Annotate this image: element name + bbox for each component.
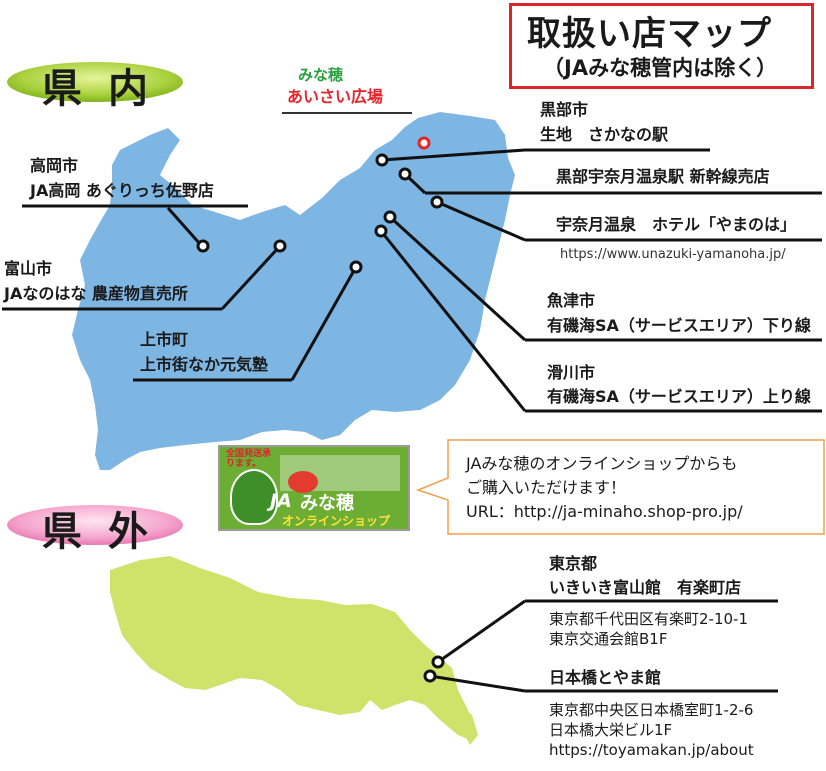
leader-namerikawa: [379, 230, 527, 412]
dot-shinkansen[interactable]: [398, 167, 412, 181]
store-kurobe-city: 黒部市: [540, 100, 589, 119]
store-yurakucho-city: 東京都: [549, 554, 598, 573]
store-namerikawa-name[interactable]: 有磯海SA（サービスエリア）上り線: [547, 387, 811, 406]
store-shinkansen-name[interactable]: 黒部宇奈月温泉駅 新幹線売店: [556, 167, 770, 186]
online-shop-message: JAみな穂のオンラインショップからも ご購入いただけます！ URL：http:/…: [466, 452, 743, 524]
page-subtitle: （JAみな穂管内は除く）: [543, 56, 778, 80]
store-nihonbashi-address2: 日本橋大栄ビル1F: [549, 721, 673, 739]
dot-namerikawa[interactable]: [374, 224, 388, 238]
dot-featured[interactable]: [417, 136, 431, 150]
store-toyama-name[interactable]: JAなのはな 農産物直売所: [4, 284, 188, 303]
store-nihonbashi-url[interactable]: https://toyamakan.jp/about: [549, 741, 754, 759]
leader-kurobe: [381, 148, 526, 162]
featured-line1: みな穂: [298, 66, 344, 84]
tokyo-shape: [110, 556, 470, 740]
online-message-line1: JAみな穂のオンラインショップからも: [466, 454, 738, 473]
title-box: [509, 3, 814, 89]
speech-bubble: [415, 439, 825, 535]
dot-takaoka[interactable]: [196, 239, 210, 253]
store-toyama-city: 富山市: [4, 259, 53, 278]
leader-toyama: [220, 244, 282, 311]
banner-shop-text: オンラインショップ: [282, 514, 391, 528]
store-unazuki-name[interactable]: 宇奈月温泉 ホテル「やまのは」: [556, 215, 797, 234]
leader-takaoka: [166, 207, 202, 245]
store-namerikawa-city: 滑川市: [547, 363, 596, 382]
featured-line2[interactable]: あいさい広場: [287, 87, 384, 106]
store-kamiichi-city: 上市町: [140, 330, 189, 349]
leader-nihonbashi: [429, 674, 526, 693]
leader-unazuki: [436, 200, 526, 242]
section-label-outside: 県外: [42, 509, 174, 555]
dot-yurakucho[interactable]: [431, 655, 445, 669]
store-yurakucho-address2: 東京交通会館B1F: [549, 630, 668, 648]
dot-unazuki[interactable]: [430, 195, 444, 209]
store-unazuki-url[interactable]: https://www.unazuki-yamanoha.jp/: [560, 247, 786, 262]
dot-toyama[interactable]: [273, 239, 287, 253]
online-message-line2: ご購入いただけます！: [466, 478, 627, 497]
leader-uozu: [388, 215, 527, 342]
section-oval-outside: [7, 505, 183, 545]
banner-promo-text: 全国発送承ります。: [226, 449, 272, 469]
store-nihonbashi-address1: 東京都中央区日本橋室町1-2-6: [549, 701, 754, 719]
online-shop-url[interactable]: URL：http://ja-minaho.shop-pro.jp/: [466, 502, 743, 521]
store-kamiichi-name[interactable]: 上市街なか元気塾: [140, 355, 269, 374]
section-oval-inside: [7, 62, 183, 102]
store-uozu-city: 魚津市: [547, 291, 596, 310]
banner-ja-text: JA: [270, 490, 292, 512]
dot-kurobe[interactable]: [375, 153, 389, 167]
leader-kamiichi: [290, 266, 358, 381]
section-label-inside: 県内: [42, 66, 174, 112]
store-kurobe-name[interactable]: 生地 さかなの駅: [540, 125, 669, 144]
mascot-icon: [230, 469, 278, 525]
dot-nihonbashi[interactable]: [423, 669, 437, 683]
store-uozu-name[interactable]: 有磯海SA（サービスエリア）下り線: [547, 316, 811, 335]
dot-kamiichi[interactable]: [349, 260, 363, 274]
store-nihonbashi-name[interactable]: 日本橋とやま館: [549, 668, 662, 687]
leader-yurakucho: [437, 599, 526, 664]
store-takaoka-name[interactable]: JA高岡 あぐりっち佐野店: [30, 181, 214, 200]
dot-uozu[interactable]: [383, 210, 397, 224]
online-shop-banner[interactable]: [218, 445, 410, 531]
tokyo-coast-detail: [455, 700, 478, 745]
page-title: 取扱い店マップ: [527, 14, 772, 54]
store-yurakucho-address1: 東京都千代田区有楽町2-10-1: [549, 610, 749, 628]
watermelon-icon: [288, 471, 318, 493]
store-takaoka-city: 高岡市: [30, 156, 79, 175]
store-yurakucho-name[interactable]: いきいき富山館 有楽町店: [549, 578, 742, 597]
banner-name-text: みな穂: [300, 493, 354, 514]
